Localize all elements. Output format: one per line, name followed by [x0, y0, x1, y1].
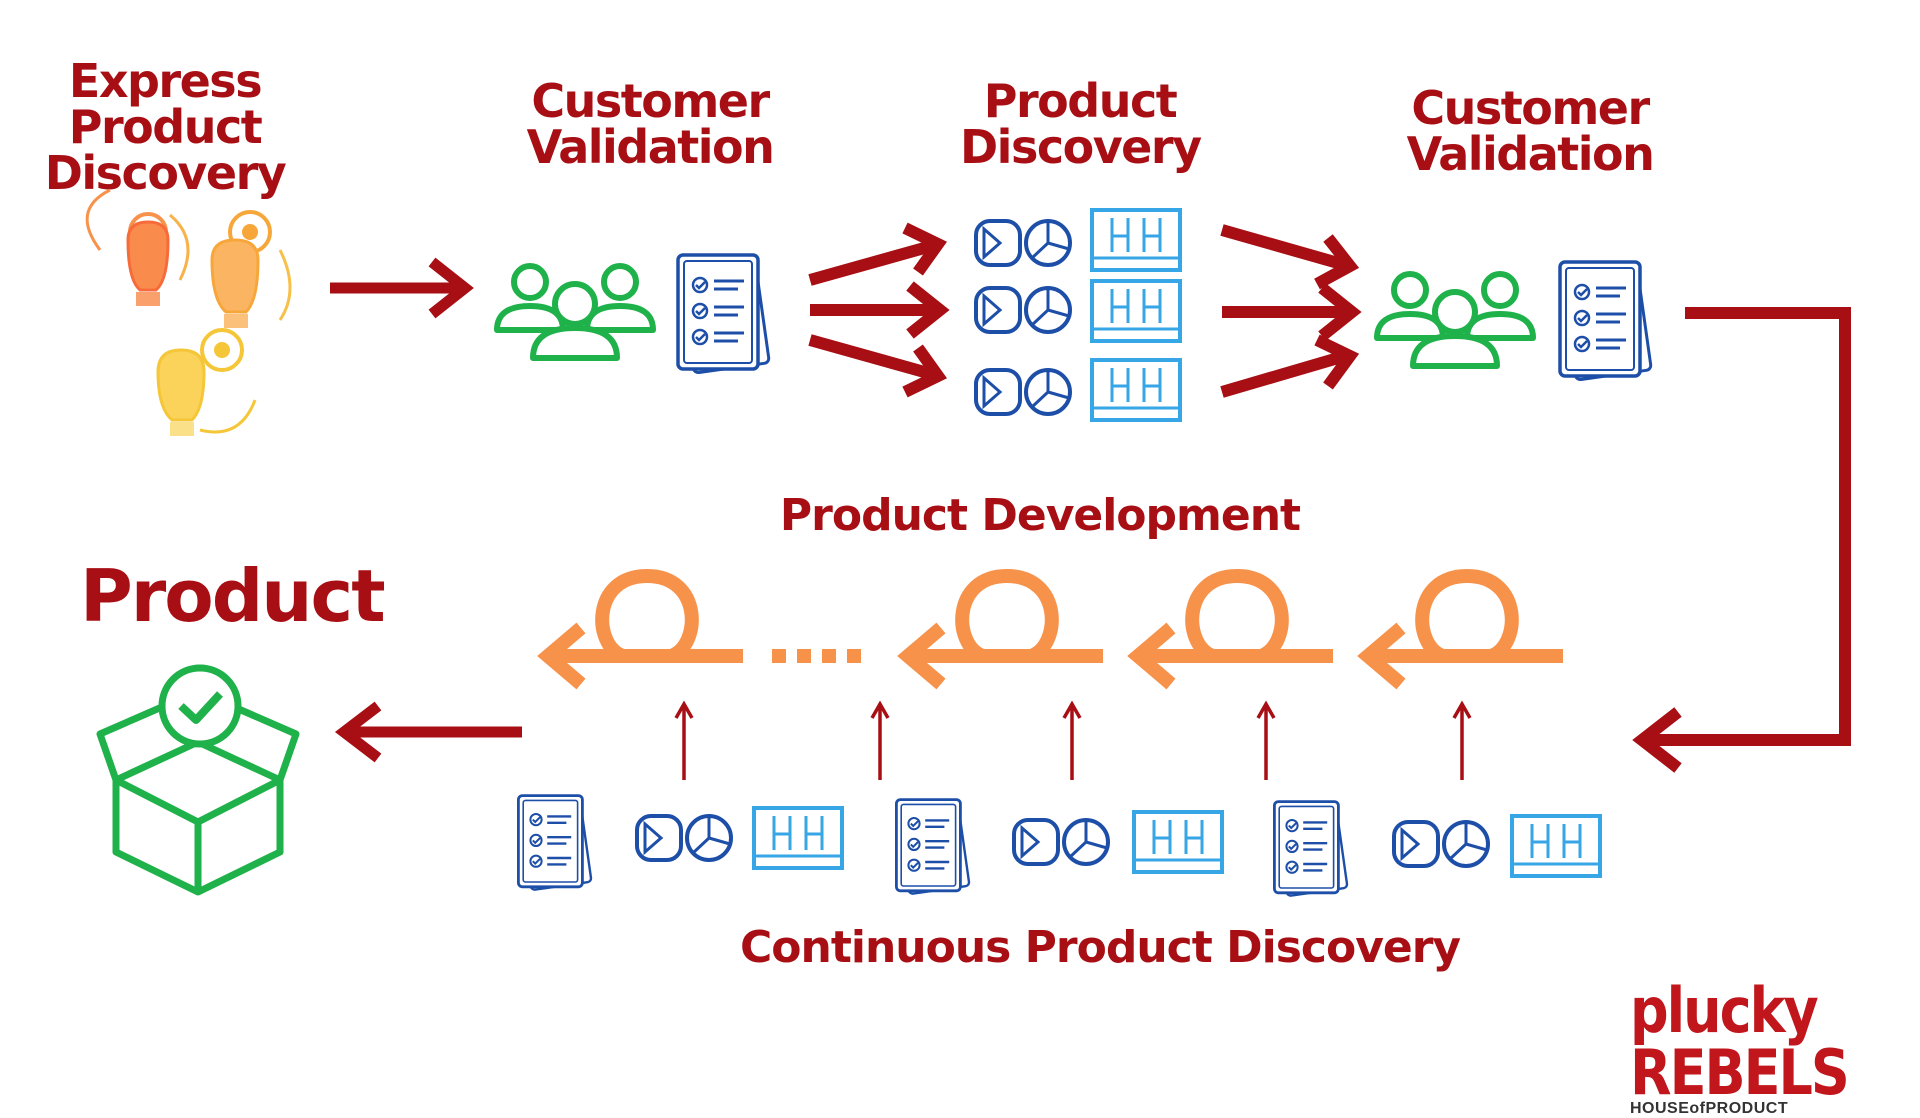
label-customer-validation-2: Customer Validation — [1406, 81, 1655, 181]
arrow-validation-to-development — [1632, 307, 1851, 773]
table-icon — [1132, 810, 1224, 874]
box-check-icon — [96, 664, 300, 896]
checklist-clipboard-icon — [895, 798, 971, 896]
table-icon — [1090, 208, 1182, 272]
checklist-clipboard-icon — [676, 253, 772, 375]
label-express-product-discovery: Express Product Discovery — [44, 54, 287, 200]
checklist-clipboard-icon — [1558, 260, 1654, 382]
checklist-clipboard-icon — [517, 794, 593, 892]
label-product: Product — [80, 554, 386, 638]
charts-icon — [974, 368, 1072, 416]
table-icon — [1510, 814, 1602, 878]
discovery-artifacts — [974, 208, 1182, 422]
loop-arrow-icon — [908, 576, 1103, 684]
charts-icon — [1392, 820, 1490, 868]
diagram-svg — [85, 188, 1851, 898]
loop-arrow-icon — [548, 576, 743, 684]
lightbulb-gears-icon — [85, 188, 292, 436]
table-icon — [752, 806, 844, 870]
people-group-icon — [497, 266, 653, 358]
continuous-artifacts-2 — [895, 798, 1224, 896]
label-product-development: Product Development — [779, 490, 1301, 541]
continuous-artifacts-3 — [1273, 800, 1602, 898]
table-icon — [1090, 279, 1182, 343]
label-continuous-product-discovery: Continuous Product Discovery — [740, 922, 1461, 973]
table-icon — [1090, 358, 1182, 422]
feedback-arrows — [674, 700, 1472, 780]
charts-icon — [974, 219, 1072, 267]
loop-arrow-icon — [1368, 576, 1563, 684]
checklist-clipboard-icon — [1273, 800, 1349, 898]
charts-icon — [1012, 818, 1110, 866]
development-loops — [548, 576, 1563, 684]
arrows-to-discovery — [808, 222, 950, 398]
label-product-discovery: Product Discovery — [960, 74, 1202, 174]
label-customer-validation-1: Customer Validation — [526, 74, 775, 174]
loop-arrow-icon — [1138, 576, 1333, 684]
continuous-artifacts-1 — [517, 794, 844, 892]
arrows-to-validation — [1220, 224, 1362, 398]
arrow-express-to-validation — [330, 257, 474, 319]
people-group-icon — [1377, 274, 1533, 366]
arrow-to-product — [334, 701, 522, 763]
charts-icon — [635, 814, 733, 862]
charts-icon — [974, 286, 1072, 334]
diagram-stage: Express Product Discovery Customer Valid… — [44, 54, 1851, 1117]
